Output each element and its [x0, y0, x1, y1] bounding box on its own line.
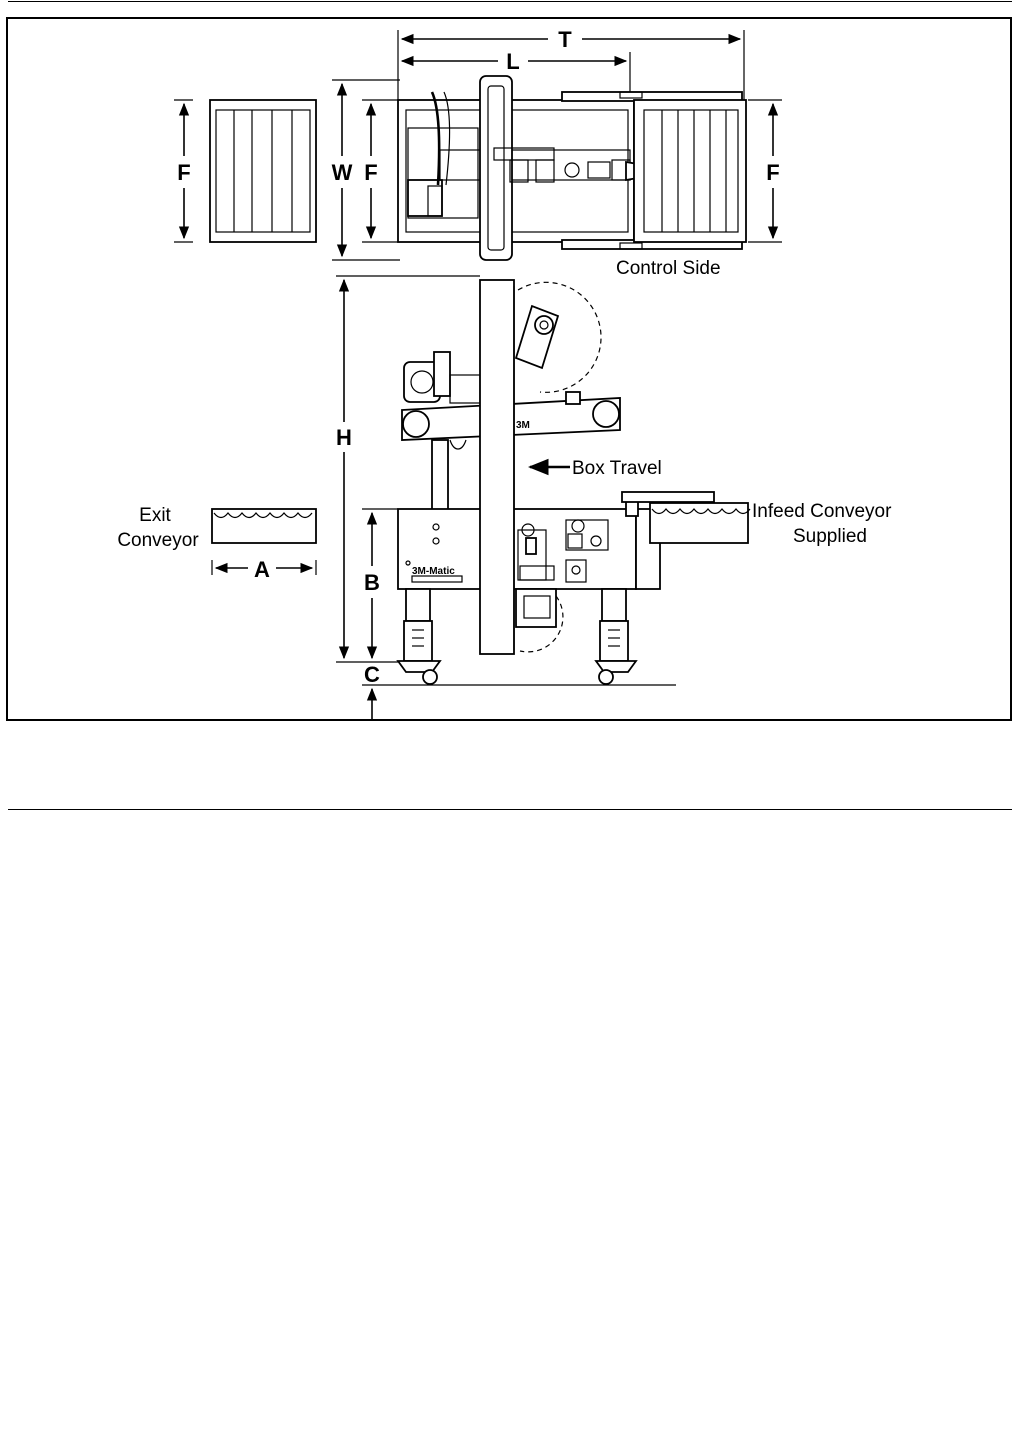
box-travel-label: Box Travel [572, 458, 662, 479]
infeed-conveyor-plan [633, 99, 747, 243]
machine-logo-3m: 3M [516, 420, 530, 431]
dimension-label-a: A [254, 557, 270, 582]
infeed-conveyor-side [621, 491, 751, 544]
dimension-label-f-left: F [177, 160, 190, 185]
machine-plan-body [397, 75, 743, 261]
plan-view: F W F T L [174, 27, 782, 279]
control-side-label: Control Side [616, 258, 721, 279]
exit-conveyor-label-line1: Exit [139, 505, 171, 526]
exit-conveyor-label-line2: Conveyor [117, 530, 199, 551]
column-plan [479, 75, 513, 261]
top-rule [8, 1, 1012, 2]
dimension-label-h: H [336, 425, 352, 450]
dimension-label-b: B [364, 570, 380, 595]
dimension-label-f-inner: F [364, 160, 377, 185]
dimension-label-w: W [332, 160, 353, 185]
machine-legs [396, 588, 638, 685]
infeed-conveyor-label-line2: Supplied [793, 526, 867, 547]
brand-plate-3m-matic: 3M-Matic [412, 566, 455, 577]
dimension-label-c: C [364, 662, 380, 687]
section-rule [8, 809, 1012, 810]
dimension-label-l: L [506, 49, 519, 74]
center-column [479, 279, 515, 655]
dimension-label-f-right: F [766, 160, 779, 185]
figure-frame [6, 17, 1012, 721]
dimension-label-t: T [558, 27, 572, 52]
infeed-conveyor-label-line1: Infeed Conveyor [752, 501, 892, 522]
exit-conveyor-plan [209, 99, 317, 243]
exit-conveyor-side [211, 508, 317, 544]
machine-base: 3M-Matic [397, 493, 661, 653]
elevation-view: H B C Exit Conveyor A [117, 275, 892, 720]
